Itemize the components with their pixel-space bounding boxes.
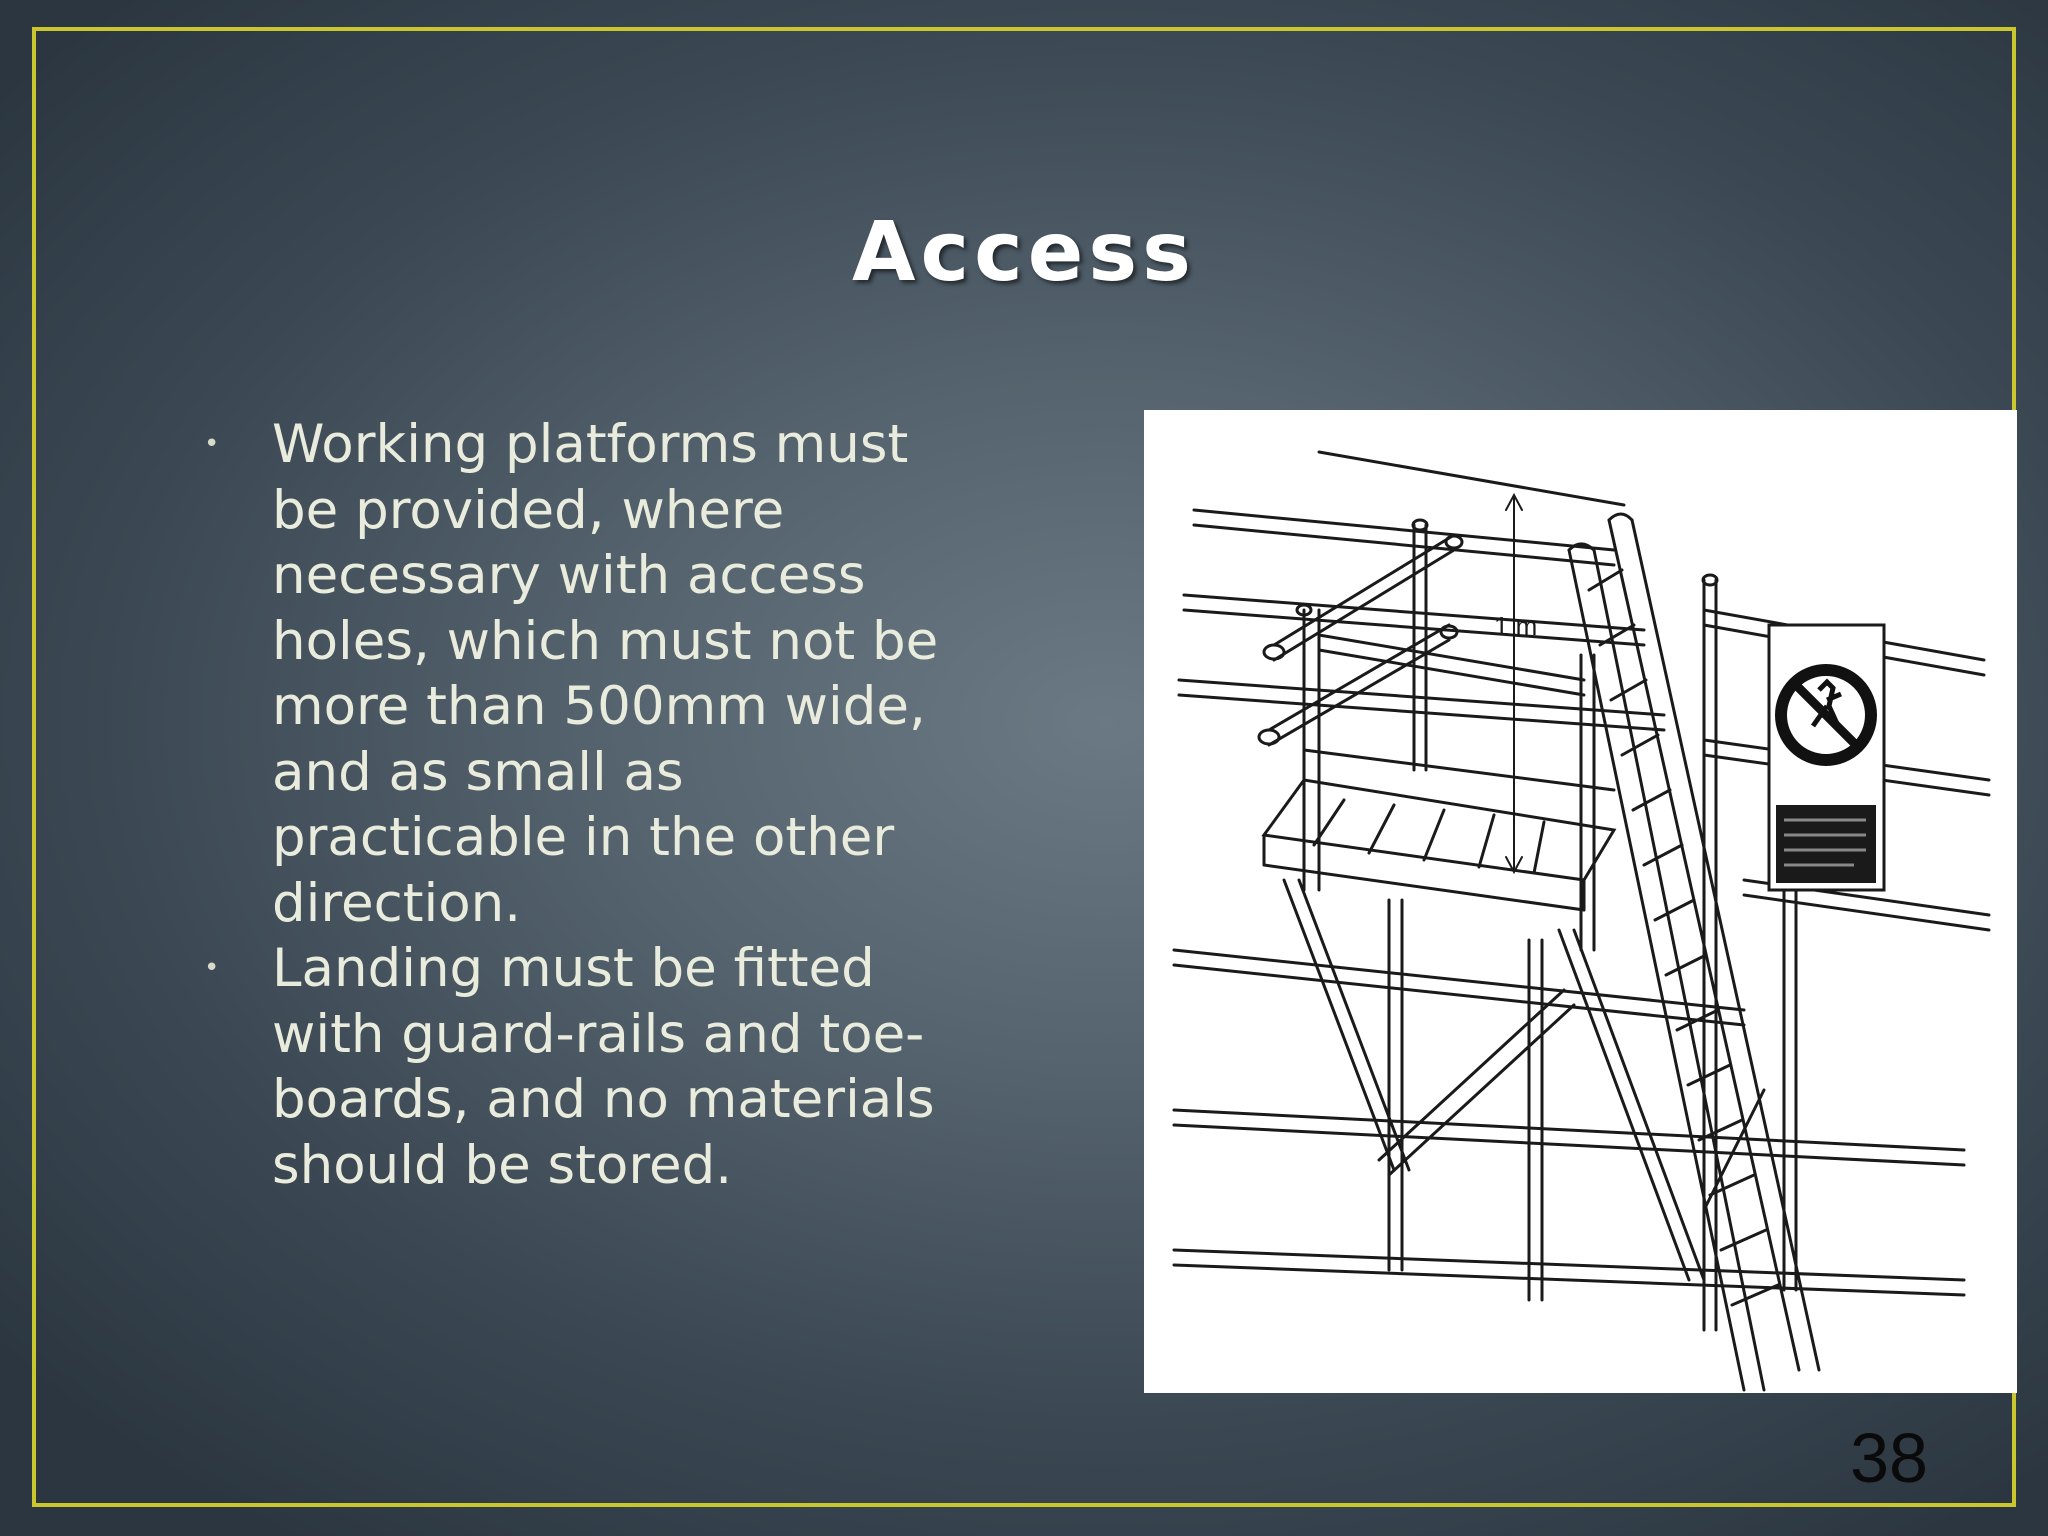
- scaffold-illustration: 1 m: [1144, 410, 2017, 1393]
- bullet-item: • Landing must be fitted with guard-rail…: [200, 936, 980, 1198]
- bullet-item: • Working platforms must be provided, wh…: [200, 412, 980, 936]
- bullet-text: Landing must be fitted with guard-rails …: [272, 938, 935, 1196]
- no-climbing-sign-icon: [1767, 623, 1886, 892]
- bullet-text: Working platforms must be provided, wher…: [272, 414, 939, 934]
- page-number: 38: [1850, 1419, 1928, 1497]
- bullet-dot-icon: •: [204, 429, 220, 459]
- dimension-label: 1 m: [1494, 611, 1537, 641]
- bullet-list: • Working platforms must be provided, wh…: [200, 412, 980, 1198]
- scaffold-drawing: 1 m: [1172, 450, 1991, 1392]
- bullet-dot-icon: •: [204, 953, 220, 983]
- slide-title: Access: [852, 205, 1196, 300]
